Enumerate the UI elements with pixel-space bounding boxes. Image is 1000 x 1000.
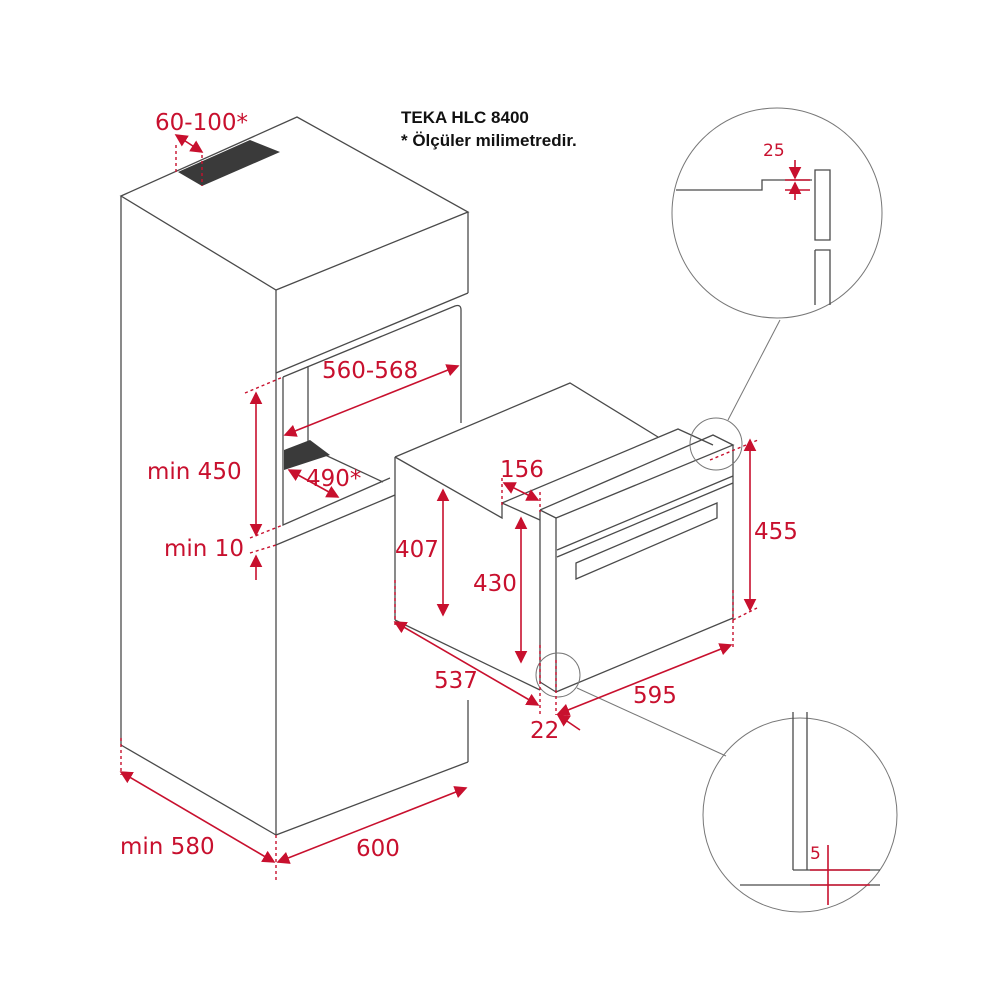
oven-control-panel xyxy=(575,502,718,580)
dim-cabinet-depth: min 580 xyxy=(120,834,215,860)
dim-niche-vent-depth: 490* xyxy=(306,466,361,492)
dim-gap-below: min 10 xyxy=(164,536,244,562)
dimension-lines xyxy=(119,134,759,880)
dim-detail-bottom-gap: 5 xyxy=(810,844,821,864)
dim-vent-top: 60-100* xyxy=(155,110,248,136)
dim-oven-depth: 537 xyxy=(434,668,478,694)
oven xyxy=(394,382,735,693)
dim-cabinet-width: 600 xyxy=(356,836,400,862)
dim-oven-side-height: 407 xyxy=(395,537,439,563)
top-vent-opening xyxy=(178,140,280,186)
model-title: TEKA HLC 8400 xyxy=(401,108,529,127)
dim-niche-width: 560-568 xyxy=(322,358,418,384)
dim-front-offset: 22 xyxy=(530,718,559,744)
niche-vent-opening xyxy=(284,440,330,470)
dim-oven-width: 595 xyxy=(633,683,677,709)
dim-oven-body-height: 430 xyxy=(473,571,517,597)
dim-niche-height: min 450 xyxy=(147,459,242,485)
detail-callouts xyxy=(535,107,898,913)
dim-oven-front-height: 455 xyxy=(754,519,798,545)
dim-oven-notch-depth: 156 xyxy=(500,457,544,483)
units-note: * Ölçüler milimetredir. xyxy=(401,131,577,150)
dim-detail-top-gap: 25 xyxy=(763,141,785,161)
